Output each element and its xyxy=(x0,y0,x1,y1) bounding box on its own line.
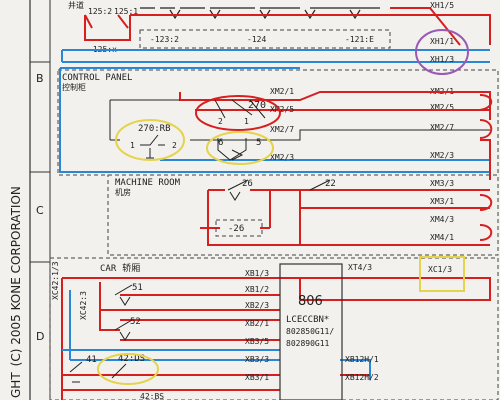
svg-text:51: 51 xyxy=(132,283,143,293)
label-xc42-13: XC42:1/3 xyxy=(51,261,60,300)
panel-term-xm23: XM2/3 xyxy=(270,153,294,162)
top-125-1: 125:1 xyxy=(114,7,138,16)
wire-mr-red xyxy=(200,189,490,246)
switch-41: 41 xyxy=(69,355,97,383)
row-label-c: C xyxy=(36,204,44,217)
machine-room-title: MACHINE ROOM xyxy=(115,178,181,188)
term-xb12: XB1/2 xyxy=(245,285,269,294)
panel-term-xm25: XM2/5 xyxy=(270,105,294,114)
row-label-b: B xyxy=(36,72,44,85)
wire-top-red xyxy=(84,14,491,45)
svg-text:270:RB: 270:RB xyxy=(138,124,171,134)
term-xb31: XB3/1 xyxy=(245,373,269,382)
board-806-number: 806 xyxy=(298,294,323,309)
control-panel-title: CONTROL PANEL xyxy=(62,73,132,83)
highlight-xh1-circle xyxy=(415,29,469,75)
term-xb23: XB2/3 xyxy=(245,301,269,310)
wire-top-red-2 xyxy=(390,7,461,46)
svg-text:6: 6 xyxy=(218,138,223,148)
svg-text:5: 5 xyxy=(256,138,261,148)
board-806-part1: 802850G11/ xyxy=(286,327,334,336)
svg-text:1: 1 xyxy=(130,141,135,150)
svg-text:270: 270 xyxy=(248,100,266,111)
term-xb12h1: XB12H/1 xyxy=(345,355,379,364)
svg-text:2: 2 xyxy=(218,117,223,126)
top-123: -123:2 xyxy=(150,35,179,44)
label-xc42-3: XC42:3 xyxy=(79,291,88,320)
highlight-42ds-circle xyxy=(97,353,159,385)
switch-22: 22 xyxy=(309,179,336,191)
board-806-part2: 802890G11 xyxy=(286,339,330,348)
contact-6-5: 6 5 xyxy=(217,138,261,161)
svg-text:1: 1 xyxy=(244,117,249,126)
term-xc13: XC1/3 xyxy=(428,265,452,274)
panel-term-xm27: XM2/7 xyxy=(270,125,294,134)
svg-text:26: 26 xyxy=(242,179,253,189)
svg-text:52: 52 xyxy=(130,317,141,327)
top-125-2: 125:2 xyxy=(88,7,112,16)
switch-42ds: 42:DS xyxy=(111,354,145,379)
contact-270rb: 270:RB 1 2 xyxy=(130,124,177,159)
term-xh13: XH1/3 xyxy=(430,55,454,64)
svg-text:22: 22 xyxy=(325,179,336,189)
term-xb12h2: XB12H/2 xyxy=(345,373,379,382)
top-124: -124 xyxy=(247,35,266,44)
control-panel-cn: 控制柜 xyxy=(62,82,86,92)
term-xm25-r: XM2/5 xyxy=(430,103,454,112)
term-xb21: XB2/1 xyxy=(245,319,269,328)
machine-room-cn: 机房 xyxy=(115,187,131,197)
wire-car-red-3 xyxy=(62,374,370,391)
term-xm33: XM3/3 xyxy=(430,179,454,188)
wire-car-blue xyxy=(62,290,371,380)
board-806-box xyxy=(279,263,343,400)
label-42bs: 42:BS xyxy=(140,392,164,400)
switch-26: 26 xyxy=(227,179,253,201)
wire-cp-blue xyxy=(59,67,490,173)
hoistway-cn: 井道 xyxy=(68,0,84,10)
term-xt43: XT4/3 xyxy=(348,263,372,272)
wire-car-red-1 xyxy=(61,277,491,400)
wire-car-red-2 xyxy=(99,282,280,341)
relay-270: 270 2 1 xyxy=(214,99,266,126)
term-xm23-r: XM2/3 xyxy=(430,151,454,160)
term-xm31: XM3/1 xyxy=(430,197,454,206)
term-xb35: XB3/5 xyxy=(245,337,269,346)
wire-cp-black xyxy=(109,99,490,141)
highlight-xc13-box xyxy=(419,256,465,292)
switch-51: 51 xyxy=(114,283,143,306)
car-box xyxy=(49,257,499,400)
wire-mr-red-right xyxy=(479,194,493,241)
top-switch-row xyxy=(140,7,380,20)
term-xh11: XH1/1 xyxy=(430,37,454,46)
panel-term-xm21: XM2/1 xyxy=(270,87,294,96)
term-xm43: XM4/3 xyxy=(430,215,454,224)
wire-cp-red-right xyxy=(479,92,493,120)
wire-cp-red-right2 xyxy=(479,119,493,180)
highlight-270rb-circle xyxy=(115,119,185,161)
row-label-d: D xyxy=(36,330,44,343)
svg-text:42:DS: 42:DS xyxy=(118,354,145,364)
top-xh25: XH1/5 xyxy=(430,1,454,10)
term-xm27-r: XM2/7 xyxy=(430,123,454,132)
highlight-270-circle xyxy=(195,95,281,131)
dashed-26b xyxy=(215,219,263,237)
svg-text:2: 2 xyxy=(172,141,177,150)
highlight-65-circle xyxy=(206,131,274,165)
copyright-text: GHT(C) 2005 KONE CORPORATION xyxy=(9,186,23,398)
label-26b: -26 xyxy=(228,224,244,234)
term-xb13: XB1/3 xyxy=(245,269,269,278)
top-121: -121:E xyxy=(345,35,374,44)
svg-text:41: 41 xyxy=(86,355,97,365)
top-dashed-box xyxy=(139,29,391,49)
machine-room-box xyxy=(107,174,499,256)
term-xm41: XM4/1 xyxy=(430,233,454,242)
term-xb33: XB3/3 xyxy=(245,355,269,364)
switch-52: 52 xyxy=(114,317,141,341)
board-806-code: LCECCBN* xyxy=(286,315,329,325)
wire-top-blue xyxy=(61,49,490,62)
